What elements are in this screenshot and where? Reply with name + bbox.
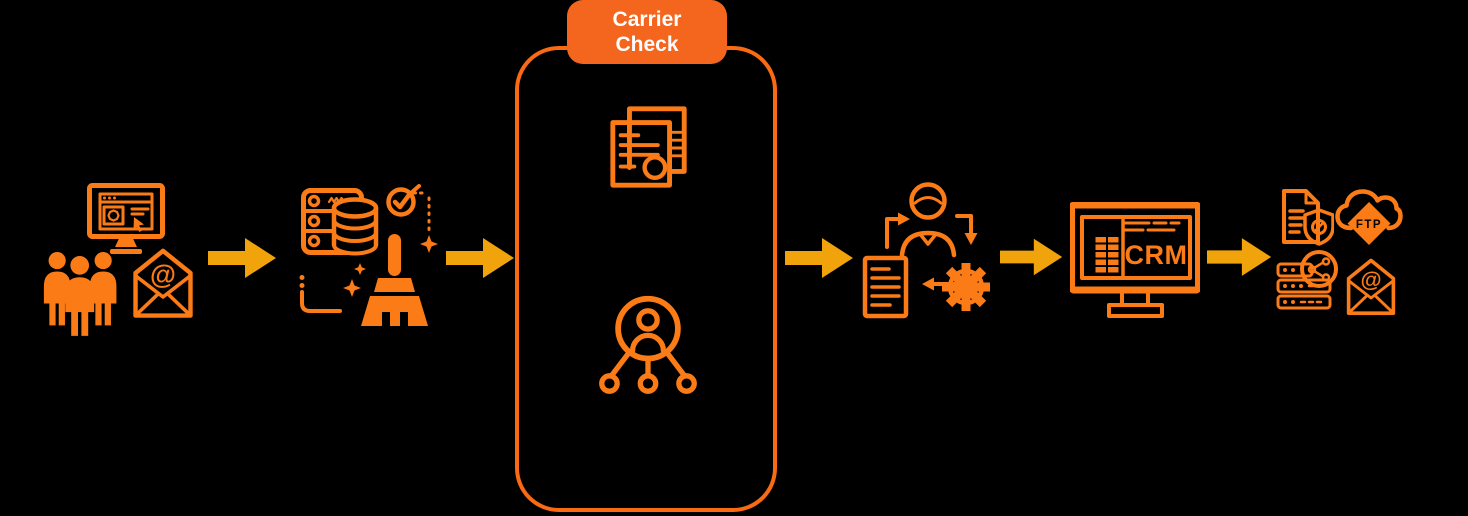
carrier-check-label-text: Carrier Check <box>612 8 682 56</box>
document-list-icon <box>862 255 909 319</box>
process-gear-icon <box>942 263 990 311</box>
flow-arrow-icon <box>446 235 516 281</box>
verified-check-icon <box>386 183 422 219</box>
email-at-icon: @ <box>1345 252 1397 318</box>
cleaning-broom-icon <box>352 232 436 328</box>
person-network-icon <box>595 289 701 401</box>
at-symbol-glyph: @ <box>150 260 176 290</box>
audience-icon <box>40 244 120 336</box>
server-database-icon <box>301 188 381 266</box>
browser-monitor-icon <box>87 183 165 257</box>
crm-monitor-icon: CRM <box>1070 202 1200 320</box>
ftp-cloud-icon: FTP <box>1335 187 1403 245</box>
secure-document-icon <box>1280 188 1334 246</box>
person-icon <box>899 182 957 258</box>
dotted-corner-icon <box>298 274 346 318</box>
server-share-icon <box>1276 250 1340 316</box>
sparkle-icon <box>342 262 368 300</box>
flow-arrow-icon <box>785 235 855 281</box>
crm-screen-text: CRM <box>1125 240 1188 270</box>
at-symbol-glyph: @ <box>1360 267 1381 292</box>
ftp-cloud-text: FTP <box>1356 219 1382 231</box>
verification-cycle-icon <box>858 171 998 321</box>
crm-sidebar-grid <box>1095 237 1119 273</box>
documents-report-icon <box>606 103 694 191</box>
dotted-connector-icon <box>412 186 442 258</box>
flow-arrow-icon <box>208 235 278 281</box>
flow-arrow-icon <box>1000 234 1064 280</box>
carrier-check-label: Carrier Check <box>567 0 727 64</box>
flow-arrow-icon <box>1207 234 1273 280</box>
email-at-icon: @ <box>131 242 195 320</box>
